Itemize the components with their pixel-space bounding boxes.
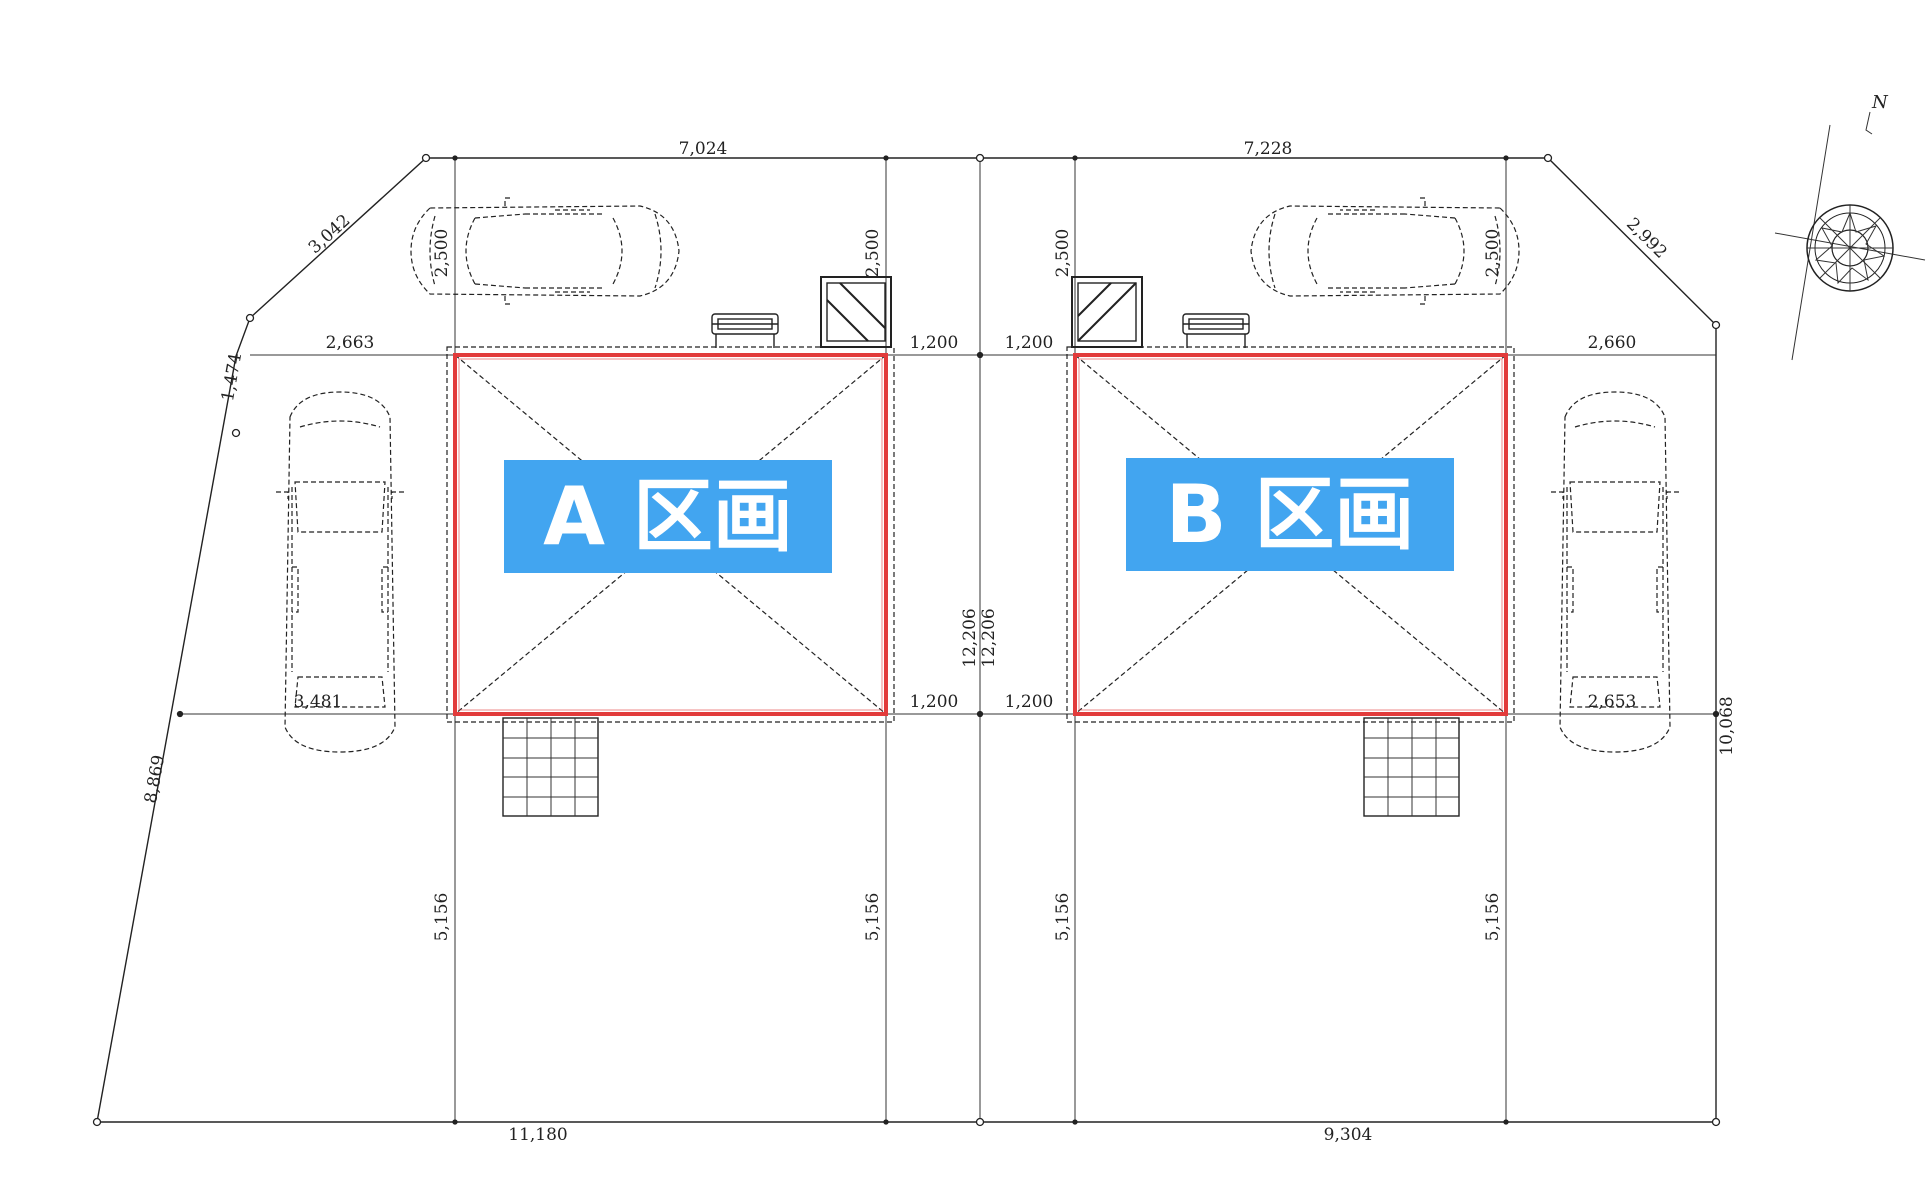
dim-depth-b-left: 5,156 bbox=[1053, 893, 1073, 942]
car-top-b bbox=[1250, 197, 1520, 305]
house-b-outline-inner bbox=[1078, 358, 1503, 711]
dim-diag-a: 3,042 bbox=[305, 211, 355, 258]
lot-boundary bbox=[96, 157, 1717, 1123]
dim-gap-a-bottom: 1,200 bbox=[910, 692, 959, 712]
storage-shed-a bbox=[820, 276, 892, 348]
house-a-outline bbox=[453, 353, 888, 716]
survey-points bbox=[92, 153, 1721, 1127]
bike-rack-a bbox=[711, 313, 779, 348]
lot-b-label-bg bbox=[1126, 458, 1454, 571]
dim-mid-b: 2,660 bbox=[1588, 333, 1637, 353]
dim-car-a-right: 2,500 bbox=[863, 229, 883, 278]
dim-center-2: 12,206 bbox=[979, 608, 999, 667]
dim-right-side: 10,068 bbox=[1717, 696, 1737, 755]
house-b-outline bbox=[1073, 353, 1508, 716]
grid-pad-b bbox=[1363, 717, 1460, 817]
compass-rose-icon bbox=[1774, 111, 1926, 361]
house-a: A 区画 bbox=[446, 346, 895, 723]
compass-north-label: N bbox=[1871, 92, 1889, 113]
dim-bottom-a: 11,180 bbox=[508, 1125, 567, 1145]
bike-rack-b bbox=[1182, 313, 1250, 348]
dim-car-b-right: 2,500 bbox=[1483, 229, 1503, 278]
dim-top-a: 7,024 bbox=[679, 139, 728, 159]
dim-gap-b-top: 1,200 bbox=[1005, 333, 1054, 353]
dim-car-a-left: 2,500 bbox=[432, 229, 452, 278]
storage-shed-b bbox=[1071, 276, 1143, 348]
house-a-outline-inner bbox=[458, 358, 883, 711]
dimension-lines bbox=[180, 158, 1716, 1122]
dim-car-b-left: 2,500 bbox=[1053, 229, 1073, 278]
dim-center-1: 12,206 bbox=[960, 608, 980, 667]
lot-a-label: A 区画 bbox=[543, 470, 793, 563]
dim-lower-a: 3,481 bbox=[294, 692, 343, 712]
dim-top-b: 7,228 bbox=[1244, 139, 1293, 159]
dim-gap-b-bottom: 1,200 bbox=[1005, 692, 1054, 712]
dim-lower-b: 2,653 bbox=[1588, 692, 1637, 712]
dim-left-short: 1,474 bbox=[218, 351, 246, 402]
dim-depth-a-left: 5,156 bbox=[432, 893, 452, 942]
dim-gap-a-top: 1,200 bbox=[910, 333, 959, 353]
dim-mid-a: 2,663 bbox=[326, 333, 375, 353]
dim-bottom-b: 9,304 bbox=[1324, 1125, 1373, 1145]
dim-depth-b-right: 5,156 bbox=[1483, 893, 1503, 942]
lot-b-label: B 区画 bbox=[1166, 468, 1415, 561]
house-b: B 区画 bbox=[1066, 346, 1515, 723]
grid-pad-a bbox=[502, 717, 599, 817]
lot-a-label-bg bbox=[504, 460, 832, 573]
dim-left-long: 8,869 bbox=[141, 753, 169, 804]
dim-depth-a-right: 5,156 bbox=[863, 893, 883, 942]
